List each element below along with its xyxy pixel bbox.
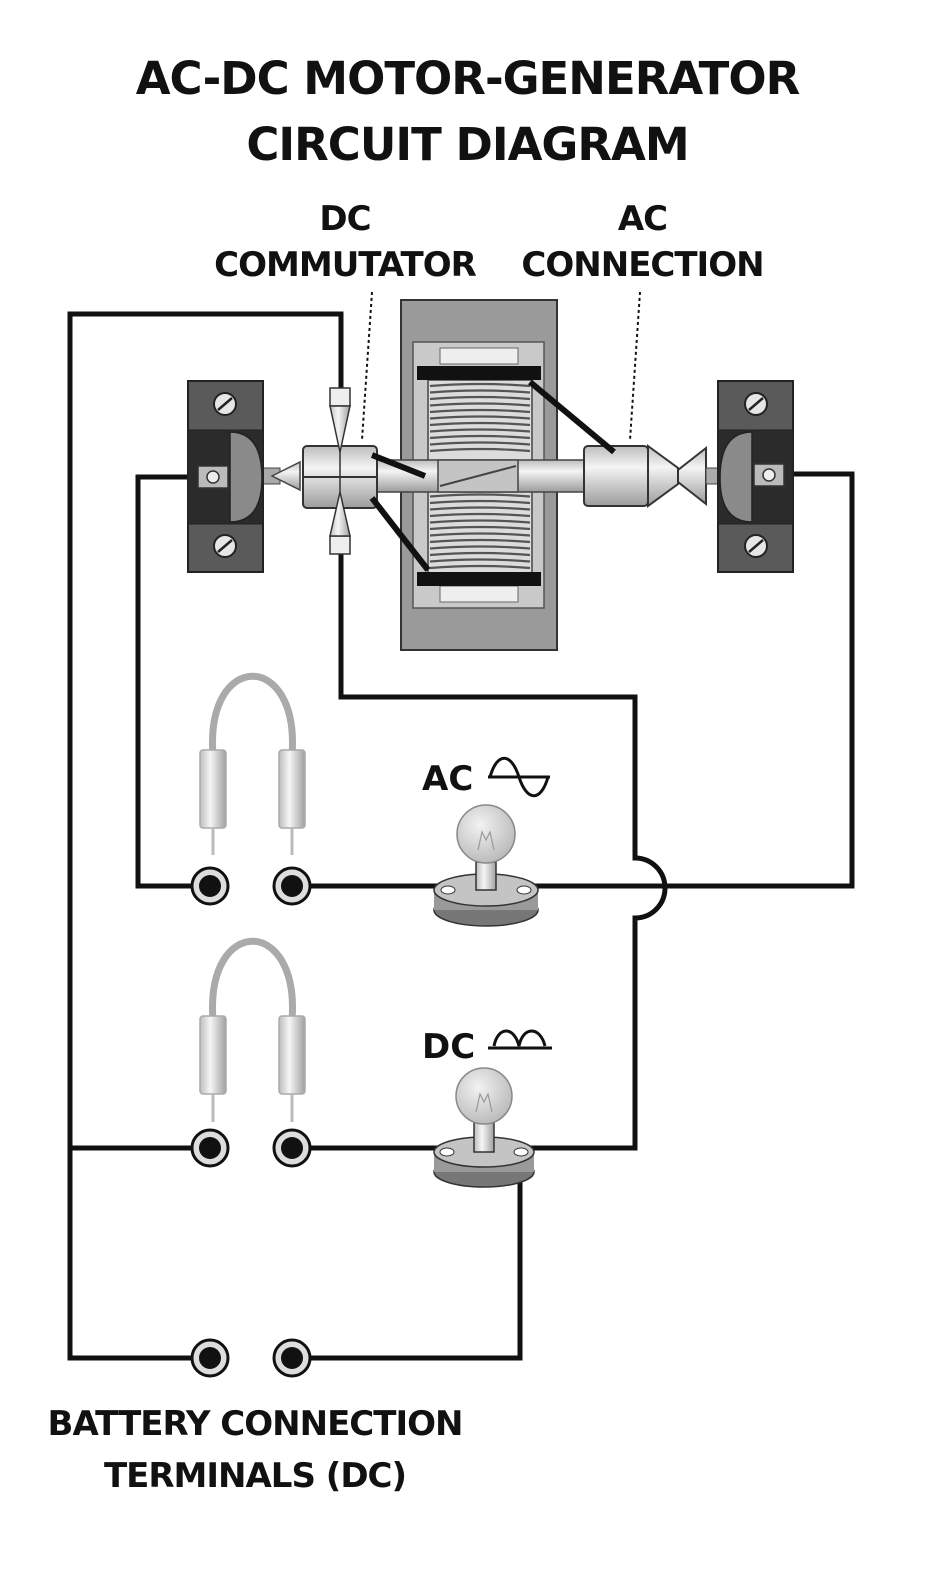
ac-connection-label-line-2: CONNECTION xyxy=(521,245,764,285)
terminal-ac-left[interactable] xyxy=(190,866,230,906)
coil-winding xyxy=(429,512,531,518)
coil-winding xyxy=(429,447,531,453)
coil-winding xyxy=(429,525,531,531)
wire-left-bearing-to-terminal xyxy=(135,474,208,889)
coil-winding xyxy=(429,428,531,433)
dc-commutator xyxy=(302,387,431,572)
right-bearing-bracket xyxy=(717,380,794,573)
coil-winding xyxy=(429,402,531,407)
dc-commutator-label: DC COMMUTATOR xyxy=(205,196,485,288)
coil-winding xyxy=(429,421,531,427)
coil-winding xyxy=(429,415,531,420)
left-bearing-bracket xyxy=(187,380,264,573)
dc-lamp xyxy=(433,1067,535,1188)
terminal-ac-right[interactable] xyxy=(272,866,312,906)
battery-label-line-1: BATTERY CONNECTION xyxy=(47,1404,464,1444)
battery-terminals-label: BATTERY CONNECTION TERMINALS (DC) xyxy=(30,1398,480,1502)
dc-commutator-label-line-1: DC xyxy=(319,199,371,239)
coil-winding xyxy=(429,499,531,505)
commutator-brush-bottom xyxy=(329,491,351,555)
wire-dc-lamp-to-battery xyxy=(292,1152,523,1361)
jumper-wire-ac xyxy=(199,672,306,855)
wire-brush-top-to-battery xyxy=(67,311,344,1361)
dc-lamp-label: DC xyxy=(422,1027,475,1067)
title-line-2: CIRCUIT DIAGRAM xyxy=(246,118,689,171)
light-bulb-icon xyxy=(456,804,516,864)
coil-winding xyxy=(429,389,531,394)
coil-winding xyxy=(429,382,531,388)
ac-connection-leader xyxy=(629,291,641,441)
jumper-wire-dc xyxy=(199,937,306,1122)
terminals xyxy=(190,866,312,1378)
terminal-battery-right[interactable] xyxy=(272,1338,312,1378)
coil-winding xyxy=(429,551,531,557)
dc-symbol-icon xyxy=(488,1029,552,1050)
dc-commutator-label-line-2: COMMUTATOR xyxy=(214,245,477,285)
coil-winding xyxy=(429,493,531,498)
terminal-dc-right[interactable] xyxy=(272,1128,312,1168)
terminal-dc-left[interactable] xyxy=(190,1128,230,1168)
ac-slip-ring xyxy=(528,379,721,508)
coil-winding xyxy=(429,441,531,446)
light-bulb-icon xyxy=(455,1067,513,1125)
ac-lamp-label: AC xyxy=(422,759,473,799)
wires xyxy=(67,311,855,1361)
coil-winding xyxy=(429,408,531,414)
coil-winding xyxy=(429,395,531,401)
coil-winding xyxy=(429,434,531,440)
dc-commutator-leader xyxy=(361,291,373,441)
ac-connection-label-line-1: AC xyxy=(617,199,668,239)
title-line-1: AC-DC MOTOR-GENERATOR xyxy=(135,52,801,105)
coil-winding xyxy=(429,506,531,511)
terminal-battery-left[interactable] xyxy=(190,1338,230,1378)
ac-lamp xyxy=(433,804,539,927)
wire-ac-lamp-to-right-bearing xyxy=(520,471,855,889)
coil-winding xyxy=(429,545,531,550)
coil-winding xyxy=(429,532,531,537)
coil-winding xyxy=(429,564,531,570)
battery-label-line-2: TERMINALS (DC) xyxy=(103,1456,407,1496)
ac-connection-label: AC CONNECTION xyxy=(505,196,780,288)
coil-winding xyxy=(429,538,531,544)
shaft xyxy=(261,459,586,493)
coil-winding xyxy=(429,519,531,524)
commutator-brush-top xyxy=(329,387,351,453)
ac-symbol-icon xyxy=(488,756,550,798)
coil-winding xyxy=(429,558,531,563)
